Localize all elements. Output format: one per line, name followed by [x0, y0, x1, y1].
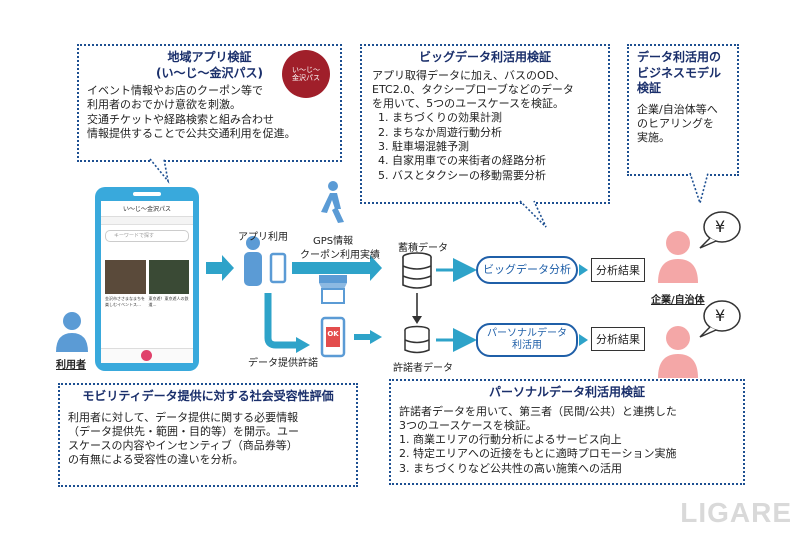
personal-data-node: パーソナルデータ 利活用 [476, 323, 578, 357]
phone-card-text: 金沢市ささまなまちを楽しむイベントス… [105, 296, 145, 307]
app-box-line: イベント情報やお店のクーポン等で [87, 84, 263, 98]
yen-symbol: ¥ [715, 306, 726, 325]
walking-person-icon [321, 181, 344, 223]
phone-home-button[interactable] [141, 350, 152, 361]
user-label: 利用者 [56, 360, 86, 371]
bigdata-usecase: 1. まちづくりの効果計測 [378, 111, 502, 125]
personal-box-title: パーソナルデータ利活用検証 [488, 385, 645, 399]
corp-person-icon-1 [658, 231, 698, 283]
app-box-subtitle: (い～じ～金沢パス) [156, 65, 263, 80]
app-box-title: 地域アプリ検証 [167, 50, 252, 64]
app-verification-box: 地域アプリ検証 (い～じ～金沢パス) イベント情報やお店のクーポン等で 利用者の… [77, 44, 342, 162]
bigdata-analysis-node: ビッグデータ分析 [476, 256, 578, 284]
personal-data-box: パーソナルデータ利活用検証 許諾者データを用いて、第三者（民間/公共）と連携した… [389, 379, 745, 485]
bigdata-usecase: 4. 自家用車での来街者の経路分析 [378, 154, 546, 168]
business-box-tail [689, 172, 709, 206]
phone-card-text-row: 金沢市ささまなまちを楽しむイベントス… 東京遊！東京遊人の鉄道… [105, 296, 189, 308]
phone-bottom-nav [101, 348, 193, 363]
flow-arrow-consent [264, 293, 296, 349]
corp-person-icon-2 [658, 326, 698, 378]
bigdata-usecase: 5. バスとタクシーの移動需要分析 [378, 168, 546, 182]
phone-notch [133, 192, 161, 196]
flow-arrow-consented [370, 330, 382, 344]
business-box-line: 企業/自治体等へ [637, 102, 718, 116]
bigdata-box-title: ビッグデータ利活用検証 [418, 50, 551, 64]
app-box-line: 情報提供することで公共交通利用を促進。 [87, 127, 296, 141]
personal-usecase: 3. まちづくりなど公共性の高い施策への活用 [399, 461, 622, 475]
phone-screen: い～じ～金沢パス キーワードで探す 金沢市ささまなまちを楽しむイベントス… 東京… [101, 201, 193, 363]
shop-icon [319, 275, 347, 304]
phone-app-header: い～じ～金沢パス [101, 201, 193, 217]
bigdata-box-tail [519, 200, 547, 228]
business-model-box: データ利活用の ビジネスモデル 検証 企業/自治体等へ のヒアリングを 実施。 [627, 44, 739, 176]
personal-usecase: 1. 商業エリアの行動分析によるサービス向上 [399, 433, 622, 447]
bigdata-box-intro: アプリ取得データに加え、バスのOD、 [372, 68, 566, 82]
user-person-icon [56, 312, 88, 352]
app-seal-logo: い～じ～ 金沢パス [282, 50, 330, 98]
bigdata-box-intro: ETC2.0、タクシープローブなどのデータ [372, 82, 574, 96]
bigdata-usecase: 2. まちなか周遊行動分析 [378, 125, 502, 139]
app-box-line: 交通チケットや経路検索と組み合わせ [87, 112, 274, 126]
analysis-result-1: 分析結果 [591, 258, 645, 282]
ligare-watermark: LIGARE [680, 497, 792, 528]
corp-label: 企業/自治体 [651, 295, 705, 306]
consented-db-icon [404, 325, 430, 354]
business-box-line: 実施。 [637, 131, 670, 145]
mobility-box-line: 利用者に対して、データ提供に関する必要情報 [68, 410, 299, 424]
app-use-label: アプリ利用 [238, 232, 288, 243]
app-user-icon [244, 236, 287, 286]
arrow-personal-result [579, 334, 588, 346]
personal-box-intro: 許諾者データを用いて、第三者（民間/公共）と連携した [399, 404, 677, 418]
mobility-box-line: （データ提供先・範囲・目的等）を開示。ユー [68, 424, 299, 438]
yen-symbol: ¥ [715, 217, 726, 236]
ok-label: OK [327, 330, 339, 338]
phone-mockup: い～じ～金沢パス キーワードで探す 金沢市ささまなまちを楽しむイベントス… 東京… [95, 187, 199, 371]
stored-data-db-icon [402, 252, 432, 289]
app-box-tail [149, 158, 170, 184]
phone-card-text: 東京遊！東京遊人の鉄道… [148, 296, 189, 307]
flow-arrow-app [206, 255, 234, 281]
phone-thumb-row [105, 260, 189, 294]
bigdata-usecase: 3. 駐車場混雑予測 [378, 140, 469, 154]
business-box-line: のヒアリングを [637, 117, 714, 131]
mobility-box-line: の有無による受容性の違いを分析。 [68, 453, 244, 467]
mobility-box-title: モビリティデータ提供に対する社会受容性評価 [82, 389, 334, 403]
coupon-label: クーポン利用実績 [300, 250, 380, 261]
gps-label: GPS情報 [313, 236, 354, 247]
phone-search-input[interactable]: キーワードで探す [105, 230, 189, 242]
arrow-bigdata-result [579, 264, 588, 276]
business-box-title: データ利活用の ビジネスモデル 検証 [637, 50, 722, 96]
phone-tab-strip [101, 217, 193, 225]
personal-usecase: 2. 特定エリアへの近接をもとに適時プロモーション実施 [399, 447, 677, 461]
analysis-result-2: 分析結果 [591, 327, 645, 351]
app-box-line: 利用者のおでかけ意欲を刺激。 [87, 98, 241, 112]
bigdata-verification-box: ビッグデータ利活用検証 アプリ取得データに加え、バスのOD、 ETC2.0、タク… [360, 44, 610, 204]
personal-box-intro: 3つのユースケースを検証。 [399, 418, 537, 432]
stored-data-label: 蓄積データ [398, 243, 448, 254]
mobility-box-line: スケースの内容やインセンティブ（商品券等） [68, 439, 298, 453]
bigdata-box-intro: を用いて、5つのユースケースを検証。 [372, 97, 565, 111]
mobility-acceptance-box: モビリティデータ提供に対する社会受容性評価 利用者に対して、データ提供に関する必… [58, 383, 358, 487]
phone-thumb-1[interactable] [105, 260, 146, 294]
phone-thumb-2[interactable] [148, 260, 189, 294]
data-consent-label: データ提供許諾 [248, 358, 318, 369]
consented-data-label: 許諾者データ [393, 363, 453, 374]
